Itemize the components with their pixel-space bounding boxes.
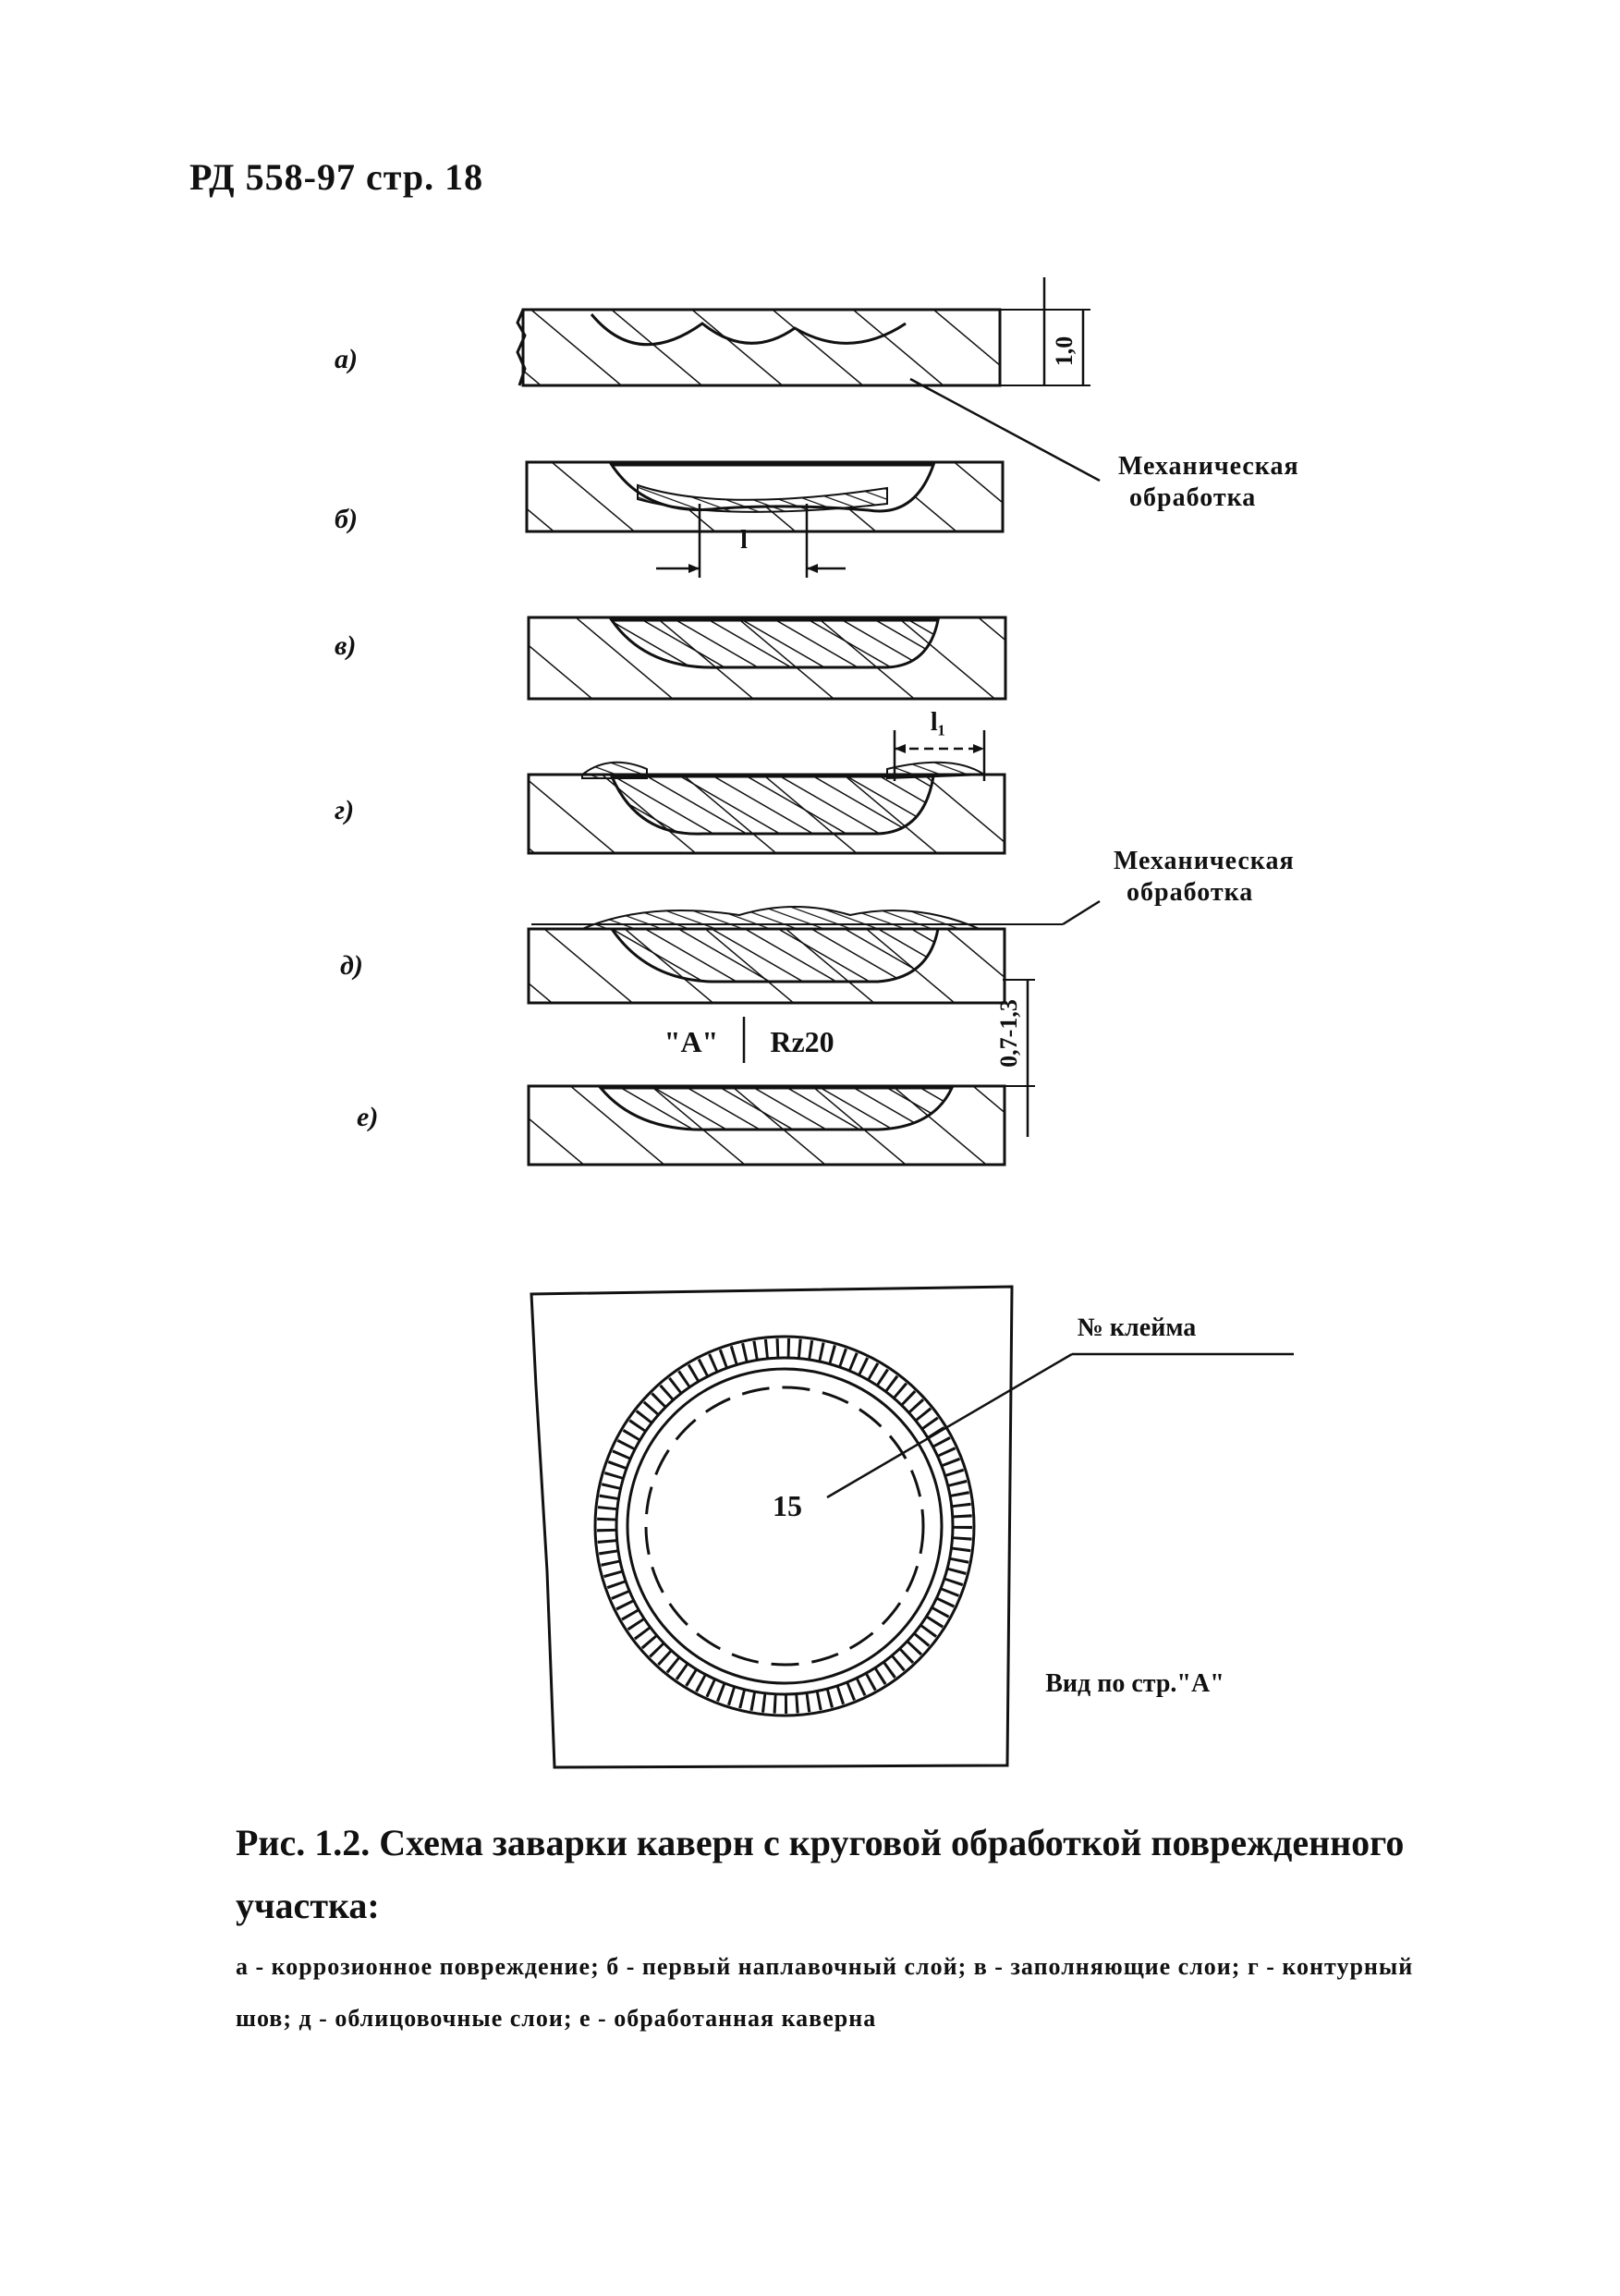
stamp-number: 15 [773, 1489, 802, 1522]
section-label-v: в) [335, 630, 357, 661]
figure-caption-title: Рис. 1.2. Схема заварки каверн с кругово… [236, 1822, 1405, 1926]
section-d-plate [527, 899, 1101, 1005]
dim-l-label: l [740, 526, 748, 555]
figure-caption-legend: а - коррозионное повреждение; б - первый… [236, 1953, 1414, 2032]
roughness-label: Rz20 [770, 1025, 834, 1058]
callout-machining-2: Механическая обработка [1114, 846, 1295, 909]
section-v-plate [527, 616, 1007, 701]
section-label-e: е) [357, 1102, 379, 1132]
callout-machining-1-line1: Механическая [1118, 452, 1299, 481]
section-b-plate [525, 460, 1005, 578]
section-label-g: г) [335, 795, 355, 825]
stamp-label: № клейма [1078, 1313, 1196, 1342]
callout-machining-2-line2: обработка [1127, 878, 1254, 907]
dim-thickness-label: 0,7-1,3 [995, 999, 1022, 1068]
view-caption: Вид по стр."А" [1045, 1669, 1224, 1698]
weld-repair-drawing: l l₁ 1,0 0,7-1,3 "А" Rz20 № клейма 15 Ви… [516, 277, 1294, 1769]
section-label-d: д) [340, 950, 363, 981]
callout-machining-1: Механическая обработка [1118, 451, 1299, 514]
section-g-plate [527, 730, 1006, 855]
dim-depth-label: 1,0 [1051, 336, 1078, 367]
section-a-plate [516, 277, 1101, 482]
section-label-a: а) [335, 344, 358, 374]
page-header: РД 558-97 стр. 18 [189, 156, 484, 198]
section-label-b: б) [335, 504, 358, 534]
section-e-plate [527, 979, 1035, 1166]
view-marker: "А" [664, 1025, 719, 1058]
plan-view [530, 1285, 1294, 1769]
dim-l1-label: l₁ [931, 708, 945, 737]
callout-machining-2-line1: Механическая [1114, 847, 1295, 875]
callout-machining-1-line2: обработка [1129, 483, 1257, 512]
